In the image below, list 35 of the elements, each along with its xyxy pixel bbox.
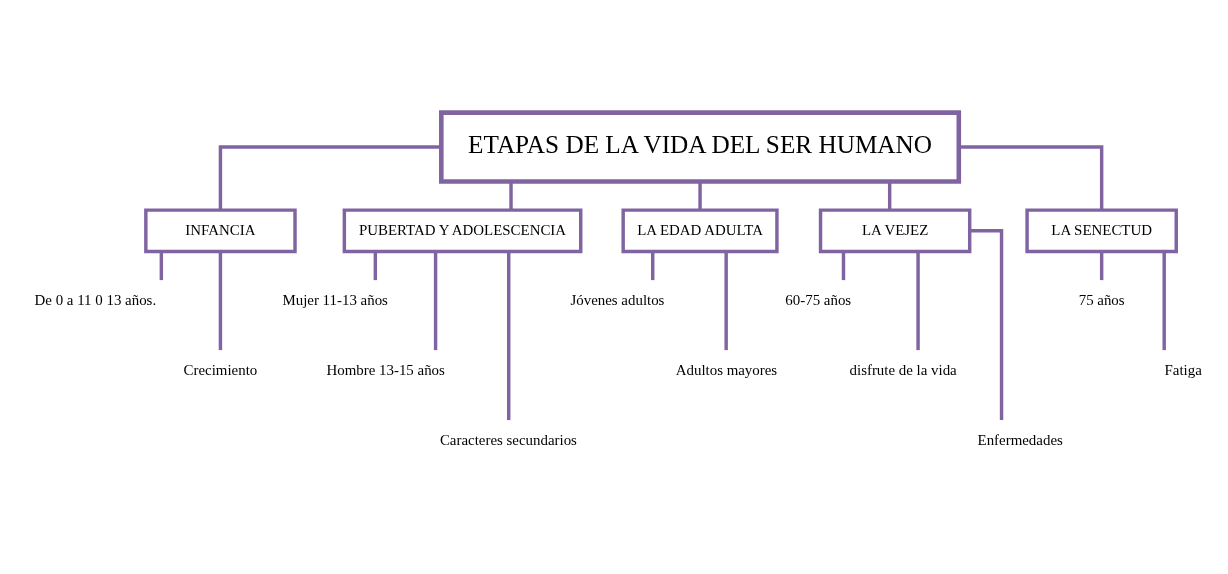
- node-text: Caracteres secundarios: [439, 431, 577, 448]
- connector: [218, 145, 442, 211]
- node-text: 75 años: [1078, 291, 1125, 308]
- node-box: LA VEJEZ: [818, 208, 972, 254]
- connector: [969, 229, 1004, 421]
- node-text: Enfermedades: [977, 431, 1063, 448]
- node-text: Adultos mayores: [675, 361, 778, 378]
- connector: [1099, 252, 1104, 281]
- connector: [507, 251, 511, 421]
- node-text: Hombre 13-15 años: [326, 361, 445, 378]
- node-text: disfrute de la vida: [849, 361, 957, 378]
- connector: [159, 252, 164, 281]
- connector: [698, 181, 702, 210]
- node-text: De 0 a 11 0 13 años.: [34, 291, 157, 308]
- connector: [373, 252, 378, 281]
- node-box: ETAPAS DE LA VIDA DEL SER HUMANO: [439, 110, 962, 184]
- node-text: Crecimiento: [183, 361, 258, 378]
- connector: [509, 181, 513, 210]
- connector: [841, 252, 846, 281]
- node-box: INFANCIA: [144, 208, 297, 254]
- connector: [724, 251, 728, 351]
- connector: [887, 181, 892, 210]
- connector: [1162, 251, 1166, 351]
- node-box: LA SENECTUD: [1025, 208, 1178, 254]
- node-text: Mujer 11-13 años: [282, 291, 388, 308]
- connector: [218, 251, 223, 351]
- node-box: PUBERTAD Y ADOLESCENCIA: [342, 208, 583, 254]
- connector: [651, 252, 655, 281]
- connector: [958, 145, 1104, 211]
- connector: [916, 251, 920, 351]
- connector: [433, 251, 438, 351]
- node-text: 60-75 años: [785, 291, 852, 308]
- node-text: Fatiga: [1164, 361, 1202, 378]
- node-text: Jóvenes adultos: [570, 291, 665, 308]
- node-box: LA EDAD ADULTA: [621, 208, 779, 254]
